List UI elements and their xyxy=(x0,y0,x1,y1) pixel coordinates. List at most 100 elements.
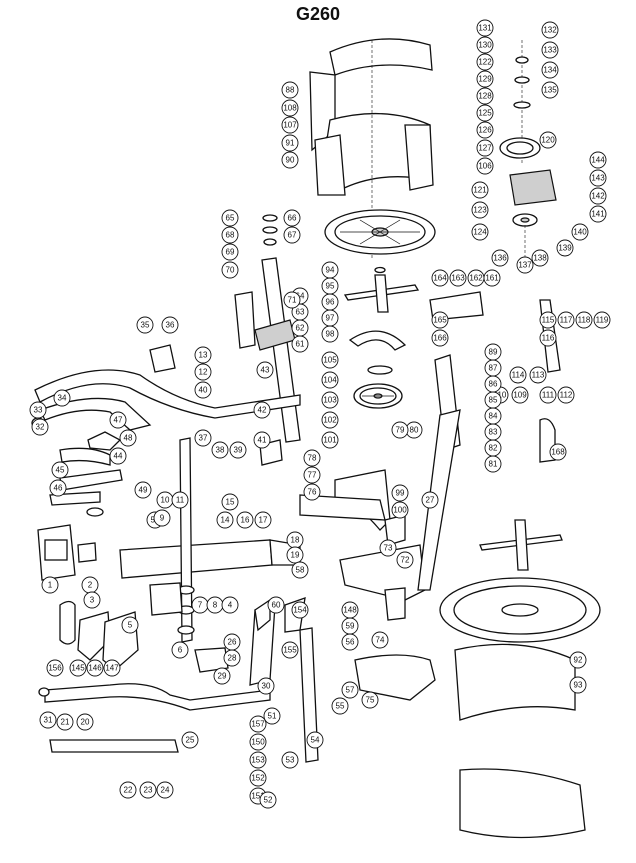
callout-circle xyxy=(171,641,189,659)
callout-number: 135 xyxy=(543,86,557,95)
callout-circle xyxy=(29,401,47,419)
callout-number: 91 xyxy=(286,139,295,148)
callout-number: 105 xyxy=(323,356,337,365)
callout-circle xyxy=(194,381,212,399)
callout-circle xyxy=(396,551,414,569)
callout-27: 27 xyxy=(421,491,439,509)
callout-number: 72 xyxy=(401,556,410,565)
callout-circle xyxy=(286,546,304,564)
callout-number: 76 xyxy=(308,488,317,497)
callout-28: 28 xyxy=(223,649,241,667)
callout-circle xyxy=(51,461,69,479)
callout-65: 65 xyxy=(221,209,239,227)
callout-number: 119 xyxy=(596,316,609,325)
callout-8: 8 xyxy=(206,596,224,614)
callout-circle xyxy=(236,511,254,529)
callout-circle xyxy=(471,201,489,219)
cross-bracket-upper xyxy=(343,266,420,313)
upper-shroud-top xyxy=(309,38,434,260)
callout-25: 25 xyxy=(181,731,199,749)
callout-89: 89 xyxy=(484,343,502,361)
callout-circle xyxy=(171,491,189,509)
callout-circle xyxy=(321,431,339,449)
callout-29: 29 xyxy=(213,667,231,685)
callout-11: 11 xyxy=(171,491,189,509)
callout-number: 55 xyxy=(336,702,345,711)
callout-number: 163 xyxy=(451,274,465,283)
callout-136: 136 xyxy=(491,249,509,267)
callout-146: 146 xyxy=(86,659,104,677)
callout-number: 81 xyxy=(489,460,498,469)
callout-number: 70 xyxy=(226,266,235,275)
callout-circle xyxy=(181,731,199,749)
callout-116: 116 xyxy=(539,329,557,347)
callout-1: 1 xyxy=(41,576,59,594)
callout-150: 150 xyxy=(249,733,267,751)
callout-106: 106 xyxy=(476,157,494,175)
callout-74: 74 xyxy=(371,631,389,649)
callout-148: 148 xyxy=(341,601,359,619)
callout-57: 57 xyxy=(341,681,359,699)
callout-number: 16 xyxy=(241,516,250,525)
callout-number: 62 xyxy=(296,324,305,333)
callout-number: 98 xyxy=(326,330,335,339)
callout-circle xyxy=(476,70,494,88)
callout-circle xyxy=(223,649,241,667)
callout-165: 165 xyxy=(431,311,449,329)
callout-56: 56 xyxy=(341,633,359,651)
callout-145: 145 xyxy=(69,659,87,677)
callout-63: 63 xyxy=(291,303,309,321)
callout-39: 39 xyxy=(229,441,247,459)
callout-number: 74 xyxy=(376,636,385,645)
callout-number: 97 xyxy=(326,314,335,323)
callout-number: 1 xyxy=(48,581,53,590)
callout-60: 60 xyxy=(267,596,285,614)
callout-number: 19 xyxy=(291,551,300,560)
callout-circle xyxy=(575,311,593,329)
callout-circle xyxy=(211,441,229,459)
callout-86: 86 xyxy=(484,375,502,393)
callout-48: 48 xyxy=(119,429,137,447)
callout-number: 132 xyxy=(543,26,557,35)
callout-circle xyxy=(281,641,299,659)
callout-number: 82 xyxy=(489,444,498,453)
callout-number: 161 xyxy=(485,274,499,283)
callout-circle xyxy=(549,443,567,461)
callout-circle xyxy=(557,311,575,329)
callout-104: 104 xyxy=(321,371,339,389)
callout-59: 59 xyxy=(341,617,359,635)
callout-number: 64 xyxy=(296,292,305,301)
callout-90: 90 xyxy=(281,151,299,169)
callout-161: 161 xyxy=(483,269,501,287)
callout-number: 112 xyxy=(560,391,573,400)
callout-circle xyxy=(484,455,502,473)
callout-122: 122 xyxy=(476,53,494,71)
callout-108: 108 xyxy=(281,99,299,117)
callout-number: 101 xyxy=(323,436,337,445)
callout-number: 99 xyxy=(396,489,405,498)
callout-number: 134 xyxy=(543,66,557,75)
callout-circle xyxy=(476,121,494,139)
callout-115: 115 xyxy=(539,311,557,329)
callout-number: 73 xyxy=(384,544,393,553)
callout-number: 12 xyxy=(199,368,208,377)
callout-number: 78 xyxy=(308,454,317,463)
callout-number: 68 xyxy=(226,231,235,240)
callout-number: 151 xyxy=(251,792,265,801)
callout-137: 137 xyxy=(516,256,534,274)
callout-number: 120 xyxy=(541,136,555,145)
callout-circle xyxy=(283,291,301,309)
callout-163: 163 xyxy=(449,269,467,287)
callout-circle xyxy=(471,181,489,199)
callout-number: 51 xyxy=(268,712,277,721)
callout-134: 134 xyxy=(541,61,559,79)
callout-number: 22 xyxy=(124,786,133,795)
callout-circle xyxy=(281,134,299,152)
callout-77: 77 xyxy=(303,466,321,484)
callout-21: 21 xyxy=(56,713,74,731)
callout-62: 62 xyxy=(291,319,309,337)
callout-number: 122 xyxy=(478,58,492,67)
callout-95: 95 xyxy=(321,277,339,295)
callout-number: 102 xyxy=(323,416,337,425)
callout-154: 154 xyxy=(291,601,309,619)
